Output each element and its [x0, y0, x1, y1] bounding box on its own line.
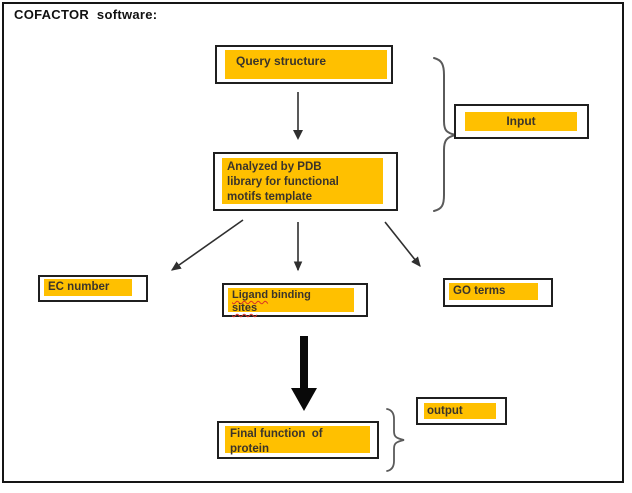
- thick-arrow-to-final-icon: [291, 336, 317, 411]
- input-label: Input: [506, 114, 536, 128]
- go-terms-box: GO terms: [443, 278, 553, 307]
- ec-number-label: EC number: [48, 281, 110, 293]
- go-terms-highlight: GO terms: [449, 283, 538, 300]
- ec-number-highlight: EC number: [44, 279, 132, 296]
- ligand-binding-line2: sites: [232, 302, 354, 315]
- ligand-binding-sites-box: Ligand binding sites: [222, 283, 368, 317]
- pdb-analysis-line1: Analyzed by PDB: [227, 161, 322, 173]
- ligand-binding-rest: binding: [268, 289, 311, 301]
- diagram-title: COFACTOR software:: [14, 7, 158, 22]
- final-function-line1: Final function of: [230, 428, 323, 440]
- sites-word: sites: [232, 302, 258, 314]
- query-structure-box: Query structure: [215, 45, 393, 84]
- output-brace-icon: [386, 408, 405, 472]
- output-highlight: output: [424, 403, 496, 419]
- final-function-box: Final function of protein: [217, 421, 379, 459]
- input-highlight: Input: [465, 112, 577, 131]
- pdb-analysis-box: Analyzed by PDB library for functional m…: [213, 152, 398, 211]
- input-box: Input: [454, 104, 589, 139]
- query-structure-highlight: Query structure: [225, 50, 387, 79]
- diagram-border-frame: [2, 2, 624, 483]
- output-label: output: [427, 405, 463, 417]
- arrow-query-to-analysis-icon: [293, 92, 303, 140]
- ligand-binding-sites-highlight: Ligand binding sites: [228, 288, 354, 315]
- ligand-misspelled-word: Ligand: [232, 289, 269, 301]
- query-structure-label: Query structure: [236, 54, 327, 68]
- output-box: output: [416, 397, 507, 425]
- pdb-analysis-line3: motifs template: [227, 191, 312, 203]
- ligand-binding-line1: Ligand binding: [232, 289, 354, 302]
- ec-number-box: EC number: [38, 275, 148, 302]
- final-function-highlight: Final function of protein: [225, 426, 370, 455]
- go-terms-label: GO terms: [453, 285, 506, 297]
- pdb-analysis-highlight: Analyzed by PDB library for functional m…: [222, 158, 383, 204]
- final-function-line2: protein: [230, 443, 269, 455]
- diverging-arrows-icon: [170, 219, 421, 272]
- pdb-analysis-line2: library for functional: [227, 176, 339, 188]
